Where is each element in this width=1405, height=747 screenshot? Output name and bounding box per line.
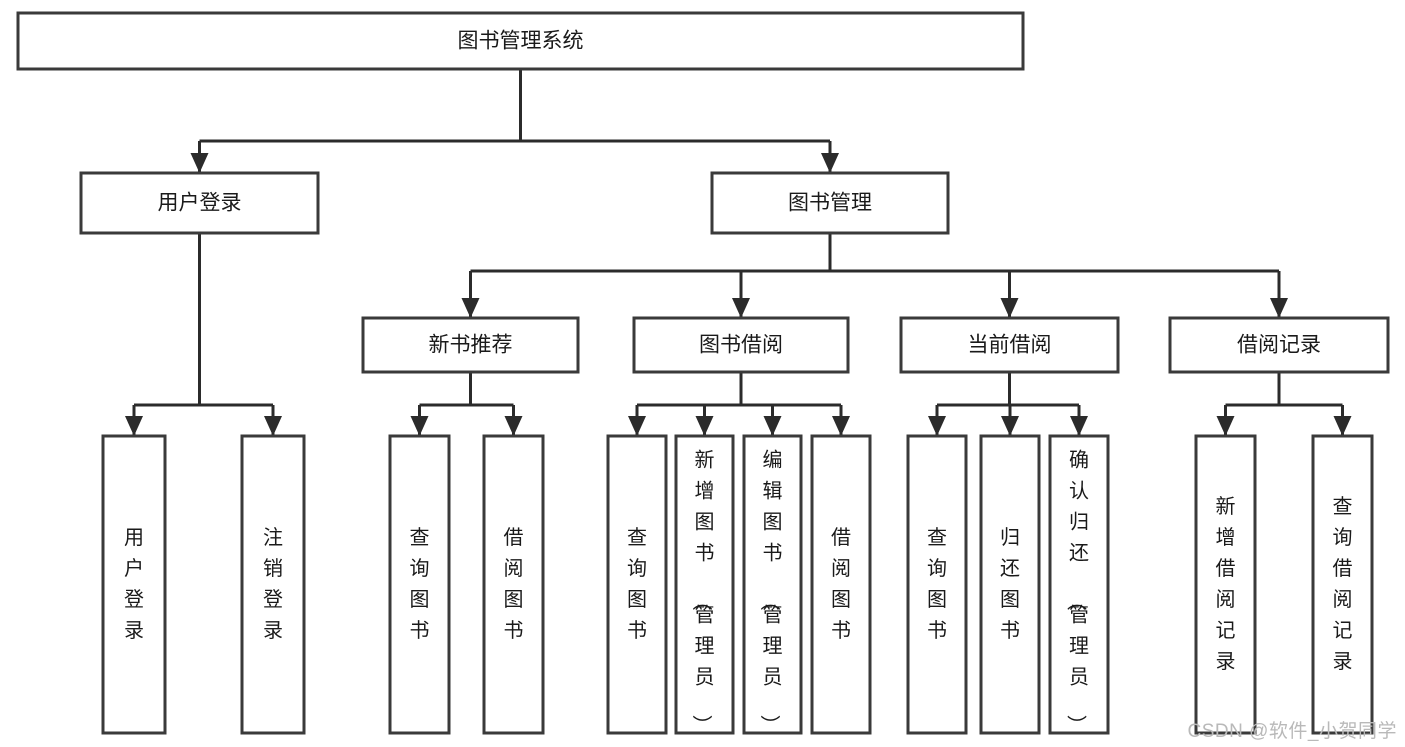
node-label: 图书管理 — [788, 192, 872, 215]
connector-group-book-borrow — [628, 372, 850, 436]
node-label: 借阅图书 — [831, 526, 851, 642]
node-root[interactable]: 图书管理系统 — [16, 11, 1025, 71]
node-leaf-query-record[interactable]: 查询借阅记录 — [1311, 434, 1374, 735]
node-box — [1194, 434, 1257, 735]
node-leaf-query-book-2[interactable]: 查询图书 — [606, 434, 668, 735]
node-box — [906, 434, 968, 735]
arrow-head-icon — [763, 416, 782, 436]
node-box — [101, 434, 167, 735]
node-leaf-user-login[interactable]: 用户登录 — [101, 434, 167, 735]
connector-layer — [125, 69, 1352, 436]
node-user-login[interactable]: 用户登录 — [79, 171, 320, 235]
arrow-head-icon — [504, 416, 523, 436]
node-box — [810, 434, 872, 735]
arrow-head-icon — [821, 153, 839, 173]
node-box — [240, 434, 306, 735]
node-leaf-query-book-1[interactable]: 查询图书 — [388, 434, 451, 735]
node-label: 查询借阅记录 — [1333, 495, 1353, 673]
arrow-head-icon — [461, 298, 480, 318]
node-label: 新书推荐 — [429, 334, 513, 357]
node-box — [710, 171, 950, 235]
node-label: 借阅图书 — [504, 526, 524, 642]
arrow-head-icon — [928, 416, 946, 436]
node-label: 编辑图书（管理员） — [758, 449, 783, 735]
connector-group-book-manage — [461, 233, 1288, 318]
node-box — [1168, 316, 1390, 374]
node-label: 用户登录 — [124, 527, 144, 642]
node-leaf-return-book[interactable]: 归还图书 — [979, 434, 1041, 735]
node-leaf-confirm-return[interactable]: 确认归还（管理员） — [1048, 434, 1110, 735]
node-leaf-add-book[interactable]: 新增图书（管理员） — [674, 434, 735, 735]
arrow-head-icon — [628, 416, 646, 436]
node-leaf-edit-book[interactable]: 编辑图书（管理员） — [742, 434, 803, 735]
node-box — [632, 316, 850, 374]
connector-group-user-login — [125, 233, 282, 436]
node-box — [742, 434, 803, 735]
node-label: 查询图书 — [410, 526, 430, 642]
arrow-head-icon — [1333, 416, 1352, 436]
node-label: 归还图书 — [1000, 526, 1020, 642]
node-new-book-recommend[interactable]: 新书推荐 — [361, 316, 580, 374]
node-box — [899, 316, 1120, 374]
node-label: 确认归还（管理员） — [1064, 449, 1089, 735]
arrow-head-icon — [1216, 416, 1235, 436]
node-leaf-logout[interactable]: 注销登录 — [240, 434, 306, 735]
arrow-head-icon — [1000, 298, 1019, 318]
node-current-borrow[interactable]: 当前借阅 — [899, 316, 1120, 374]
arrow-head-icon — [732, 298, 750, 318]
arrow-head-icon — [190, 153, 209, 173]
node-label: 新增借阅记录 — [1216, 495, 1236, 673]
connector-group-new-book-recommend — [410, 372, 523, 436]
connector-group-borrow-record — [1216, 372, 1352, 436]
node-layer: 图书管理系统用户登录图书管理新书推荐图书借阅当前借阅借阅记录用户登录注销登录查询… — [16, 11, 1390, 735]
arrow-head-icon — [832, 416, 850, 436]
node-leaf-query-book-3[interactable]: 查询图书 — [906, 434, 968, 735]
node-box — [79, 171, 320, 235]
node-leaf-borrow-book-2[interactable]: 借阅图书 — [810, 434, 872, 735]
node-borrow-record[interactable]: 借阅记录 — [1168, 316, 1390, 374]
arrow-head-icon — [410, 416, 429, 436]
node-box — [1311, 434, 1374, 735]
node-label: 查询图书 — [627, 526, 647, 642]
node-label: 注销登录 — [263, 526, 283, 642]
arrow-head-icon — [1270, 298, 1288, 318]
node-leaf-add-record[interactable]: 新增借阅记录 — [1194, 434, 1257, 735]
node-label: 借阅记录 — [1237, 334, 1321, 357]
node-book-borrow[interactable]: 图书借阅 — [632, 316, 850, 374]
connector-group-root — [190, 69, 839, 173]
node-box — [361, 316, 580, 374]
node-label: 新增图书（管理员） — [690, 449, 715, 735]
arrow-head-icon — [125, 416, 143, 436]
node-book-manage[interactable]: 图书管理 — [710, 171, 950, 235]
node-box — [16, 11, 1025, 71]
arrow-head-icon — [264, 416, 282, 436]
node-box — [1048, 434, 1110, 735]
node-box — [674, 434, 735, 735]
node-label: 图书管理系统 — [458, 30, 584, 53]
node-box — [482, 434, 545, 735]
arrow-head-icon — [1001, 416, 1019, 436]
node-label: 当前借阅 — [968, 334, 1052, 357]
node-label: 查询图书 — [927, 526, 947, 642]
node-label: 用户登录 — [158, 192, 242, 215]
connector-group-current-borrow — [928, 372, 1088, 436]
arrow-head-icon — [1070, 416, 1088, 436]
node-label: 图书借阅 — [699, 334, 783, 357]
node-box — [388, 434, 451, 735]
node-box — [606, 434, 668, 735]
node-leaf-borrow-book-1[interactable]: 借阅图书 — [482, 434, 545, 735]
node-box — [979, 434, 1041, 735]
arrow-head-icon — [695, 416, 714, 436]
